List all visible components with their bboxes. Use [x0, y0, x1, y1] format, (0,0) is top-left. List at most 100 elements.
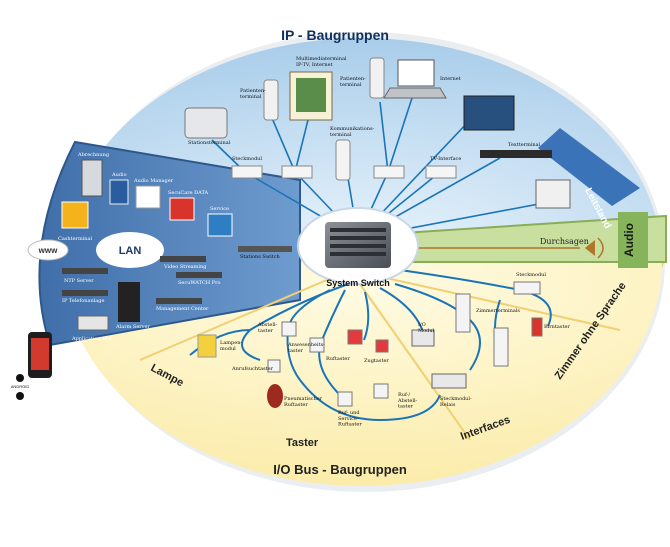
service-icon: [207, 213, 233, 237]
securecare-icon: [169, 197, 195, 221]
label-ruf-abstell: Ruf-/Abstell-taster: [397, 392, 418, 410]
application-box-icon: [77, 315, 109, 331]
label-alarm-server: Alarm Server: [115, 324, 150, 330]
audio-label-bg: [618, 212, 648, 268]
patient-terminal-right-icon: [369, 57, 385, 99]
label-application-box: Application Box: [71, 336, 112, 342]
ip-section-title: IP - Baugruppen: [281, 27, 389, 43]
apple-icon: [16, 392, 24, 400]
www-label: www: [38, 246, 58, 255]
communication-terminal-icon: [335, 139, 351, 181]
www-cloud: [27, 239, 69, 261]
android-icon: [16, 374, 24, 382]
ntp-server-icon: [62, 268, 108, 274]
io-cables: [189, 269, 552, 422]
system-switch-label: System Switch: [326, 278, 390, 288]
cashterminal-icon: [61, 201, 89, 229]
leitstand-band: [538, 128, 640, 206]
label-audio-manager: Audio Manager: [133, 178, 174, 184]
label-anwesenheitstaster: Anwesenheits-taster: [287, 342, 325, 354]
room-terminal-icon: [455, 293, 471, 333]
label-service: Service: [210, 206, 229, 212]
io-area: [62, 262, 662, 486]
label-steckmodul-relais: Steckmodul-Relais: [440, 396, 472, 408]
video-streaming-icon: [160, 256, 206, 262]
pull-button-icon: [375, 339, 389, 353]
label-audio: Audio: [111, 172, 127, 178]
label-zugtaster: Zugtaster: [364, 358, 389, 364]
plug-module-icon-3: [373, 165, 405, 179]
label-textterminal: Textterminal: [508, 142, 541, 148]
label-abrechnung: Abrechnung: [77, 152, 110, 158]
audio-manager-icon: [135, 185, 161, 209]
label-management-center: Management Center: [156, 306, 209, 312]
text-terminal-icon: [480, 150, 552, 158]
label-secuwatch: SecuWATCH Pro: [178, 280, 221, 286]
call-button-icon: [347, 329, 363, 345]
secuwatch-icon: [176, 272, 222, 278]
leitstand-monitor-icon: [535, 179, 571, 209]
label-internet: Internet: [440, 76, 461, 82]
phone-terminal-icon: [184, 107, 228, 139]
label-securecare: SecuCare DATA: [168, 190, 209, 196]
label-lampenmodul: Lampen-modul: [220, 340, 242, 352]
label-birntaster: Birntaster: [544, 324, 570, 330]
off-button-icon: [281, 321, 297, 337]
alarm-server-icon: [118, 282, 140, 322]
call-service-button-icon: [337, 391, 353, 407]
plug-module-io-icon: [513, 281, 541, 295]
ip-devices: [184, 57, 571, 209]
label-ntp: NTP Server: [64, 278, 94, 284]
management-center-icon: [156, 298, 202, 304]
billing-icon: [81, 159, 103, 197]
lan-devices: [27, 159, 292, 331]
label-patiententerminal-left: Patienten-terminal: [240, 88, 266, 100]
durchsagen-label: Durchsagen: [540, 237, 589, 246]
label-steckmodul-io: Steckmodul: [516, 272, 546, 278]
ip-pbx-icon: [62, 290, 108, 296]
tv-interface-icon: [425, 165, 457, 179]
label-anrufsuchtaster: Anrufsuchtaster: [231, 366, 274, 372]
io-section-title: I/O Bus - Baugruppen: [273, 462, 407, 477]
label-patiententerminal-right: Patienten-terminal: [340, 76, 366, 88]
lamp-module-icon: [197, 334, 217, 358]
android-label: ANDROID: [11, 384, 30, 389]
call-off-button-icon: [373, 383, 389, 399]
label-cashterminal: Cashterminal: [58, 236, 92, 242]
laptop-icon: [397, 59, 435, 87]
lan-title: LAN: [119, 245, 142, 257]
plug-module-icon-2: [281, 165, 313, 179]
label-ip-telefon: IP Telefonanlage: [62, 298, 104, 304]
label-ruftaster: Ruftaster: [326, 356, 350, 362]
presence-button-icon: [309, 337, 325, 353]
relay-module-icon: [431, 373, 467, 389]
label-abstelltaster: Abstell-taster: [257, 322, 278, 334]
plug-module-icon: [231, 165, 263, 179]
monitor-icon: [463, 95, 515, 131]
call-search-button-icon: [267, 359, 281, 373]
stations-switch-icon: [238, 246, 292, 252]
room-terminal-icon-2: [493, 327, 509, 367]
pear-button-icon: [531, 317, 543, 337]
patient-terminal-icon: [263, 79, 279, 121]
label-stations-switch: Stations Switch: [240, 254, 281, 260]
label-tv-interface: TV-Interface: [430, 156, 461, 162]
label-steckmodul-ip: Steckmodul: [232, 156, 262, 162]
io-module-icon: [411, 329, 435, 347]
audio-icon: [109, 179, 129, 205]
label-kommunikation: Kommunikations-terminal: [330, 126, 375, 138]
pneumatic-button-icon: [267, 384, 283, 408]
audio-title: Audio: [622, 223, 636, 257]
lan-cloud: [96, 232, 164, 268]
label-zimmerterminals: Zimmerterminals: [476, 308, 520, 314]
label-stationsterminal: Stationsterminal: [188, 140, 231, 146]
taster-title: Taster: [286, 437, 319, 449]
label-video-streaming: Video Streaming: [163, 264, 207, 270]
speaker-icon: [585, 240, 595, 256]
